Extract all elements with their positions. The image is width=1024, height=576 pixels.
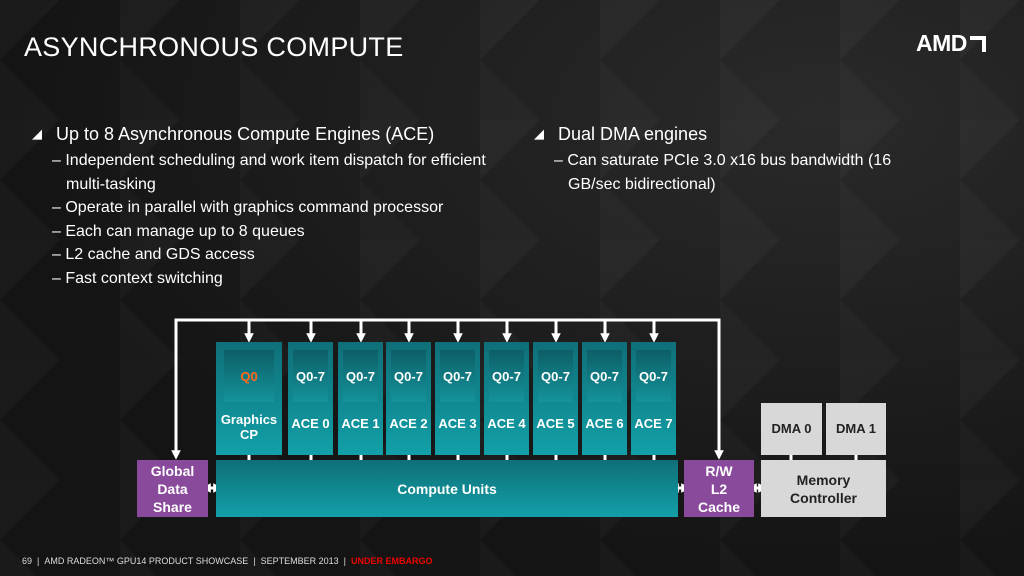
- amd-logo: AMD: [916, 30, 986, 57]
- dma-0-block: DMA 0: [761, 403, 822, 455]
- queue-label: Q0-7: [443, 368, 472, 384]
- block-label: ACE 7: [634, 416, 673, 431]
- global-data-share-block: Global Data Share: [137, 460, 208, 517]
- queue-box: Q0-7: [293, 350, 328, 402]
- queue-box: Q0-7: [391, 350, 426, 402]
- bullet-heading: Up to 8 Asynchronous Compute Engines (AC…: [32, 121, 502, 147]
- sub-bullet: Each can manage up to 8 queues: [32, 220, 502, 244]
- queue-label: Q0-7: [296, 368, 325, 384]
- queue-label: Q0-7: [639, 368, 668, 384]
- queue-label: Q0-7: [590, 368, 619, 384]
- block-label: ACE 6: [585, 416, 624, 431]
- sub-bullet: L2 cache and GDS access: [32, 243, 502, 267]
- compute-units-block: Compute Units: [216, 460, 678, 517]
- queue-box: Q0-7: [538, 350, 573, 402]
- left-column: Up to 8 Asynchronous Compute Engines (AC…: [32, 121, 502, 290]
- queue-box: Q0-7: [343, 350, 378, 402]
- block-label: ACE 2: [389, 416, 428, 431]
- amd-arrow-icon: [969, 36, 986, 52]
- page-number: 69: [22, 556, 33, 566]
- queue-box: Q0-7: [587, 350, 622, 402]
- dma-1-block: DMA 1: [826, 403, 886, 455]
- bullet-heading: Dual DMA engines: [534, 121, 934, 147]
- right-column: Dual DMA engines Can saturate PCIe 3.0 x…: [534, 121, 934, 196]
- sub-bullet: Independent scheduling and work item dis…: [32, 149, 502, 196]
- slide-title: ASYNCHRONOUS COMPUTE: [24, 32, 404, 62]
- queue-box: Q0-7: [636, 350, 671, 402]
- queue-label: Q0-7: [541, 368, 570, 384]
- sub-bullet: Operate in parallel with graphics comman…: [32, 196, 502, 220]
- sub-bullet: Can saturate PCIe 3.0 x16 bus bandwidth …: [534, 149, 934, 196]
- block-label: ACE 5: [536, 416, 575, 431]
- block-label: ACE 1: [341, 416, 380, 431]
- block-label: ACE 4: [487, 416, 526, 431]
- block-label: Graphics CP: [220, 412, 278, 442]
- sub-bullet: Fast context switching: [32, 267, 502, 291]
- footer-date: SEPTEMBER 2013: [260, 556, 339, 566]
- block-label: ACE 3: [438, 416, 477, 431]
- queue-label: Q0-7: [492, 368, 521, 384]
- l2-cache-block: R/W L2 Cache: [684, 460, 754, 517]
- footer-event: AMD RADEON™ GPU14 PRODUCT SHOWCASE: [44, 556, 249, 566]
- queue-box: Q0-7: [489, 350, 524, 402]
- graphics-cp-block: Q0 Graphics CP: [216, 342, 282, 455]
- memory-controller-block: Memory Controller: [761, 460, 886, 517]
- queue-box: Q0: [224, 350, 274, 402]
- queue-label: Q0: [240, 368, 258, 384]
- footer: 69 | AMD RADEON™ GPU14 PRODUCT SHOWCASE …: [22, 556, 433, 566]
- embargo-label: UNDER EMBARGO: [350, 556, 433, 566]
- bus-line: [171, 318, 724, 460]
- queue-box: Q0-7: [440, 350, 475, 402]
- queue-label: Q0-7: [346, 368, 375, 384]
- block-label: ACE 0: [291, 416, 330, 431]
- queue-label: Q0-7: [394, 368, 423, 384]
